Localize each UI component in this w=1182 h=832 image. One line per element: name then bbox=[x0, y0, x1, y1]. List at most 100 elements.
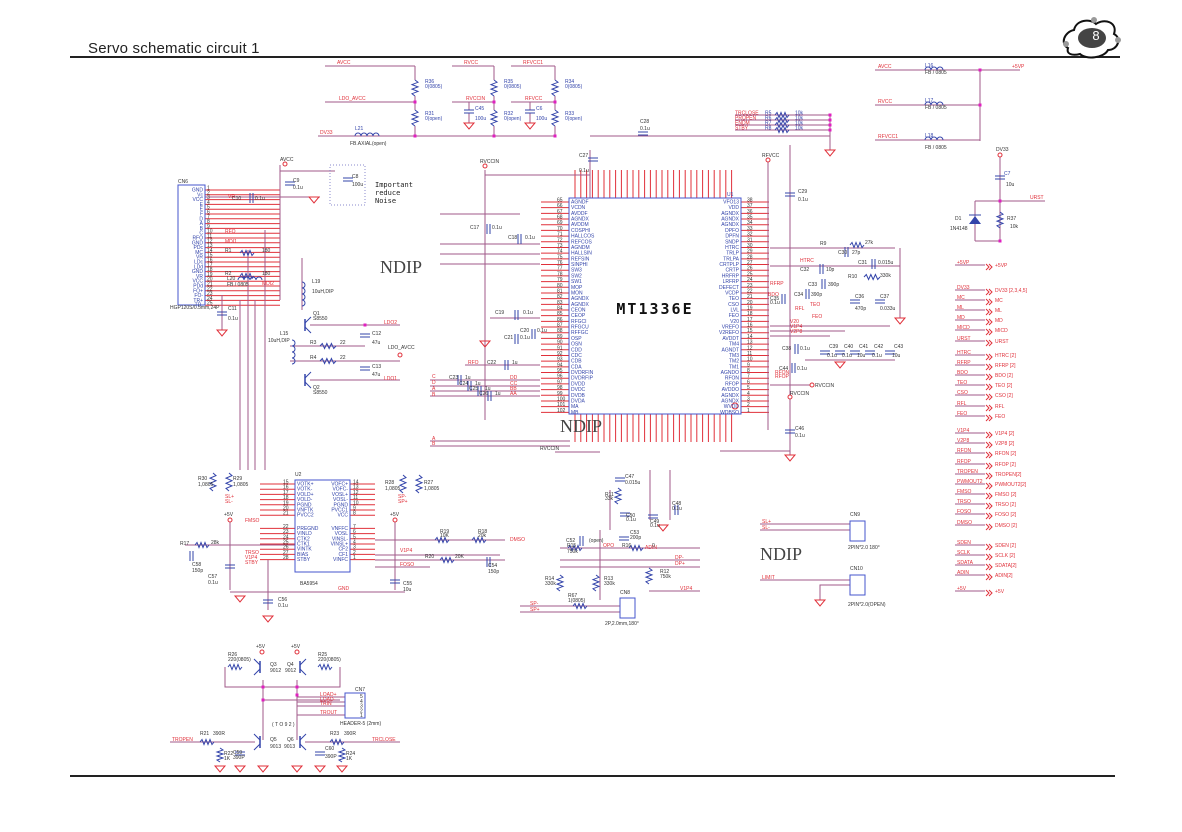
port-dest: DMSO [2] bbox=[995, 523, 1018, 529]
net-label: AVCC bbox=[280, 157, 294, 163]
ground-icon bbox=[256, 765, 270, 773]
pin-number: 83 bbox=[557, 300, 563, 306]
junction-dot bbox=[828, 123, 832, 127]
port-dest: SCLK [2] bbox=[995, 553, 1016, 559]
pin-number: 99 bbox=[557, 391, 563, 397]
port-arrow-icon bbox=[985, 589, 993, 597]
ic-pin-label: VCC bbox=[337, 513, 348, 519]
port-label: CSO bbox=[957, 390, 968, 396]
pin-label: PDc bbox=[194, 245, 204, 251]
pin-number: 7 bbox=[747, 374, 750, 380]
pin-number: 9 bbox=[747, 362, 750, 368]
pin-number: 75 bbox=[557, 254, 563, 260]
value-label: 0.1u bbox=[293, 185, 303, 191]
value-label: 0(open) bbox=[504, 116, 522, 122]
resistor-icon bbox=[567, 544, 583, 552]
ic-pin-label: LVL bbox=[730, 308, 739, 314]
pin-number: 2 bbox=[353, 550, 356, 556]
ref-label: R12 bbox=[660, 569, 669, 575]
port-label: SDATA bbox=[957, 560, 974, 566]
pin-number: 68 bbox=[557, 215, 563, 221]
wire bbox=[224, 667, 341, 688]
value-label: 0.033u bbox=[880, 306, 896, 312]
ref-label: C42 bbox=[874, 344, 883, 350]
net-label: AVCC bbox=[337, 60, 351, 66]
wire bbox=[819, 584, 850, 600]
junction-dot bbox=[295, 693, 299, 697]
pin-number: 8 bbox=[207, 219, 210, 225]
ic-pin-label: DVDRFIP bbox=[571, 376, 594, 382]
value-label: 0.1u bbox=[770, 300, 780, 306]
ic-pin-label: AGNDX bbox=[721, 211, 739, 217]
ic-pin-label: AGNDX bbox=[571, 296, 589, 302]
ic-pin-label: BIAS bbox=[297, 552, 309, 558]
value-label: 330k bbox=[545, 581, 556, 587]
pin-number: 4 bbox=[353, 540, 356, 546]
ref-label: C10 bbox=[232, 196, 241, 202]
net-label: B bbox=[432, 441, 436, 447]
ref-label: C13 bbox=[372, 364, 381, 370]
pin-number: 72 bbox=[557, 237, 563, 243]
net-label: SL+ bbox=[225, 494, 234, 500]
port-dest: MICD bbox=[995, 328, 1008, 334]
value-label: 150p bbox=[488, 569, 499, 575]
net-label: LDO1 bbox=[384, 376, 397, 382]
pin-number: 89 bbox=[557, 334, 563, 340]
ref-label: C43 bbox=[894, 344, 903, 350]
ref-label: C39 bbox=[829, 344, 838, 350]
port-dest: V2P8 [2] bbox=[995, 441, 1015, 447]
pin-number: 5 bbox=[360, 694, 363, 700]
pin-number: 8 bbox=[747, 368, 750, 374]
port-dest: ML bbox=[995, 308, 1002, 314]
transistor-icon bbox=[304, 371, 312, 379]
ic-pin-label: HALLCOS bbox=[571, 234, 595, 240]
ic-pin-label: RFON bbox=[725, 376, 740, 382]
value-label: 10u bbox=[892, 353, 901, 359]
ic-pin-label: STBY bbox=[297, 557, 311, 563]
value-label: 9012 bbox=[285, 668, 296, 674]
value-label: FB / 0805 bbox=[925, 70, 947, 76]
value-label: 1u bbox=[485, 386, 491, 392]
pin-number: 73 bbox=[557, 243, 563, 249]
pin-label: A bbox=[200, 221, 204, 227]
ic-pin-label: PGND bbox=[334, 502, 349, 508]
port-label: ML bbox=[957, 305, 964, 311]
pin-number: 30 bbox=[747, 243, 753, 249]
pin-number: 25 bbox=[747, 271, 753, 277]
junction-dot bbox=[295, 685, 299, 689]
inductor-icon bbox=[354, 132, 380, 137]
ref-label: C8 bbox=[352, 174, 359, 180]
junction-dot bbox=[553, 100, 557, 104]
ref-label: R32 bbox=[504, 111, 513, 117]
ic-pin-label: CSO bbox=[728, 302, 739, 308]
pin-number: 15 bbox=[283, 480, 289, 486]
pin-label: GND bbox=[192, 240, 204, 246]
port-dest: +5V bbox=[995, 589, 1005, 595]
net-label: DD bbox=[510, 375, 518, 381]
ref-label: C60 bbox=[325, 746, 334, 752]
ref-label: L17 bbox=[925, 98, 934, 104]
ref-label: L19 bbox=[312, 279, 321, 285]
port-arrow-icon bbox=[985, 472, 993, 480]
port-arrow-icon bbox=[985, 482, 993, 490]
value-label: 150p bbox=[192, 568, 203, 574]
pin-number: 17 bbox=[747, 317, 753, 323]
value-label: 100u bbox=[475, 116, 486, 122]
port-label: SDEN bbox=[957, 540, 971, 546]
ground-icon bbox=[290, 765, 304, 773]
value-label: 2PIN*2.0 180° bbox=[848, 545, 880, 551]
ref-label: Q2 bbox=[313, 385, 320, 391]
inductor-icon bbox=[237, 276, 263, 281]
ground-icon bbox=[462, 122, 476, 130]
resistor-icon bbox=[489, 109, 499, 127]
port-arrow-icon bbox=[985, 308, 993, 316]
pin-number: 16 bbox=[747, 323, 753, 329]
pin-number: 4 bbox=[207, 200, 210, 206]
ic-pin-label: DVDA bbox=[571, 398, 586, 404]
value-label: 1,0805 bbox=[385, 486, 401, 492]
pin-number: 1 bbox=[747, 408, 750, 414]
pin-number: 101 bbox=[557, 402, 566, 408]
ref-label: C55 bbox=[403, 581, 412, 587]
power-pin-icon bbox=[227, 517, 233, 523]
value-label: 0.1u bbox=[208, 580, 218, 586]
